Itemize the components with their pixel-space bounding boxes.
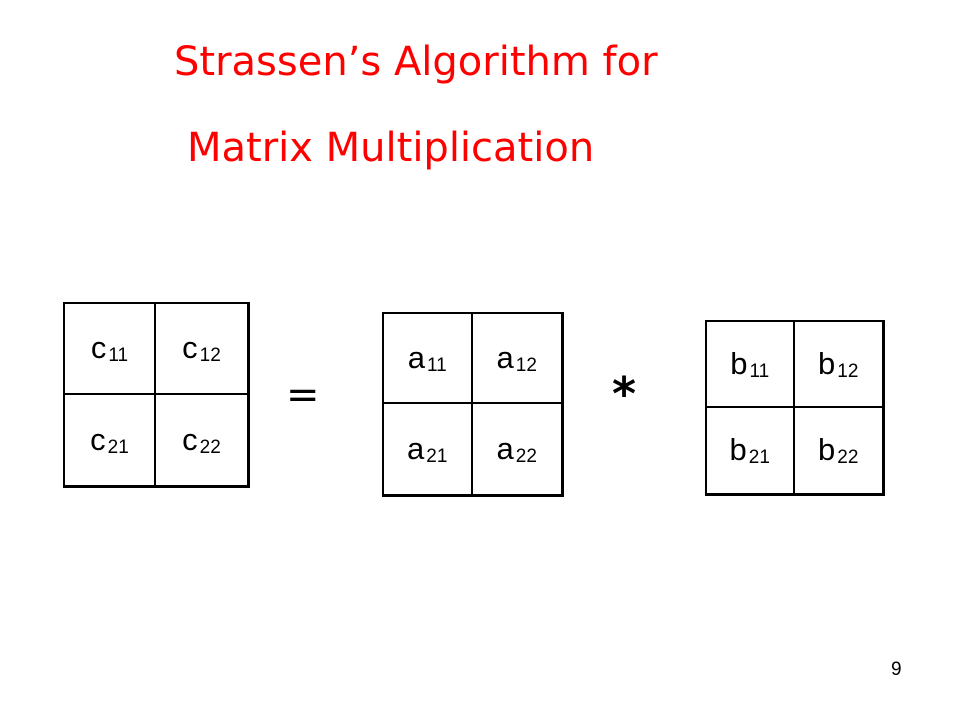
cell-letter: b [730, 345, 748, 381]
page-number: 9 [891, 659, 902, 680]
cell-subscript: 22 [837, 447, 859, 469]
cell-subscript: 12 [837, 360, 859, 382]
cell-letter: a [407, 431, 425, 466]
cell-letter: a [496, 431, 514, 466]
cell-subscript: 11 [749, 360, 770, 382]
multiply-sign: * [612, 367, 637, 421]
cell-letter: b [729, 432, 747, 468]
cell-subscript: 12 [515, 355, 537, 376]
title-line-1: Strassen’s Algorithm for [174, 39, 658, 85]
cell-letter: c [182, 330, 198, 366]
cell-letter: a [496, 340, 514, 375]
cell-letter: c [90, 330, 107, 366]
cell-subscript: 22 [199, 436, 221, 458]
cell-letter: c [90, 421, 106, 457]
cell-subscript: 11 [427, 355, 447, 376]
cell-subscript: 21 [748, 447, 770, 469]
cell-subscript: 21 [107, 436, 129, 458]
cell-letter: b [818, 432, 836, 468]
title-line-2: Matrix Multiplication [187, 125, 595, 171]
cell-subscript: 11 [108, 345, 129, 367]
equals-sign: = [286, 372, 320, 418]
cell-letter: a [407, 340, 425, 375]
cell-subscript: 22 [515, 446, 537, 467]
cell-letter: c [182, 421, 198, 457]
cell-subscript: 21 [426, 446, 448, 467]
cell-letter: b [818, 345, 836, 381]
cell-subscript: 12 [199, 345, 221, 367]
